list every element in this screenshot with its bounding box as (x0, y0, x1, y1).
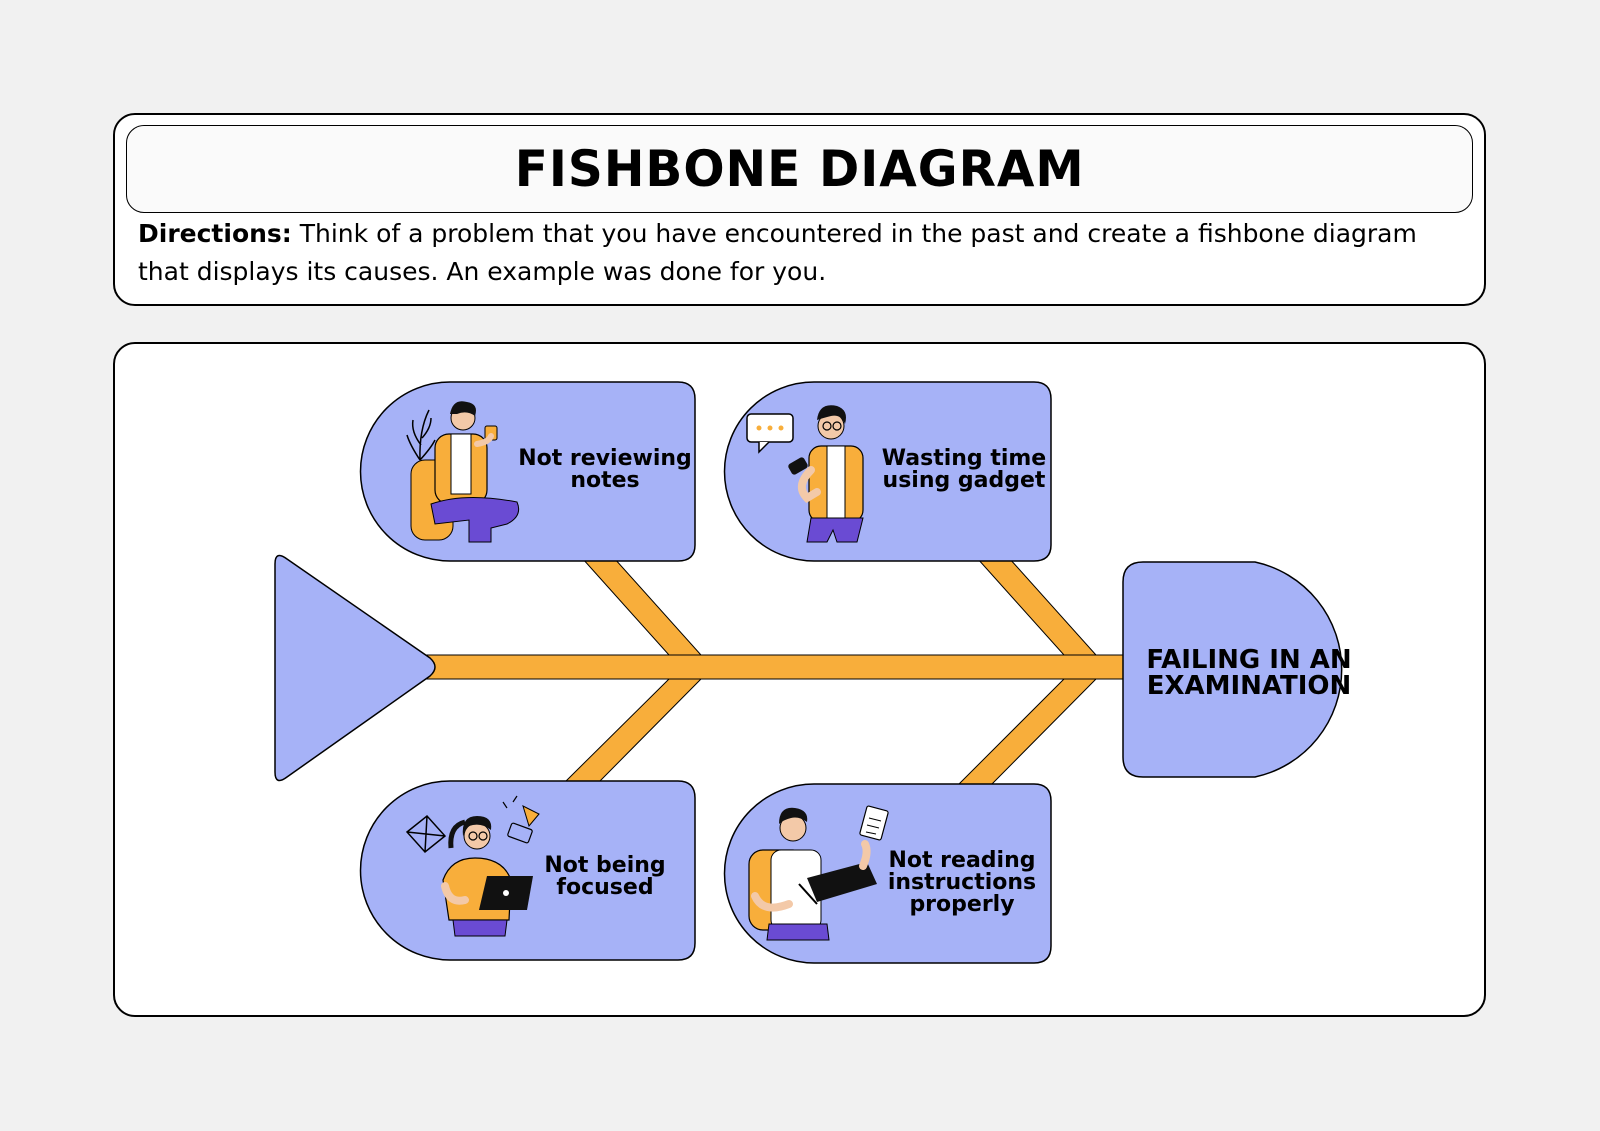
person-with-laptop-icon (405, 795, 540, 937)
bone-upper-left (580, 557, 703, 656)
fish-head (1122, 561, 1343, 778)
fishbone-diagram (274, 381, 1343, 964)
cause-label-2: Wasting time using gadget (881, 446, 1047, 493)
cause-bubble-2 (723, 381, 1052, 562)
title-box: FISHBONE DIAGRAM (126, 125, 1473, 213)
diagram-card: Not reviewing notes Wasting time using g… (113, 342, 1486, 1017)
directions-text: Directions: Think of a problem that you … (138, 215, 1468, 291)
bone-lower-right (955, 678, 1098, 787)
directions-body: Think of a problem that you have encount… (138, 219, 1417, 286)
fishbone-bones (414, 557, 1128, 787)
person-with-phone-icon (746, 405, 864, 543)
header-card: FISHBONE DIAGRAM Directions: Think of a … (113, 113, 1486, 306)
effect-label: FAILING IN AN EXAMINATION (1146, 645, 1352, 701)
person-with-coffee-icon (406, 401, 520, 543)
cause-label-4: Not reading instructions properly (887, 848, 1037, 917)
bone-upper-right (975, 557, 1098, 656)
page-title: FISHBONE DIAGRAM (514, 140, 1085, 198)
directions-label: Directions: (138, 219, 292, 248)
fish-tail (274, 554, 436, 782)
person-with-clipboard-icon (748, 805, 889, 941)
spine-bone (414, 654, 1128, 680)
cause-label-3: Not being focused (544, 853, 666, 900)
cause-label-1: Not reviewing notes (518, 446, 692, 493)
bone-lower-left (563, 678, 703, 783)
cause-bubble-3 (359, 780, 696, 961)
